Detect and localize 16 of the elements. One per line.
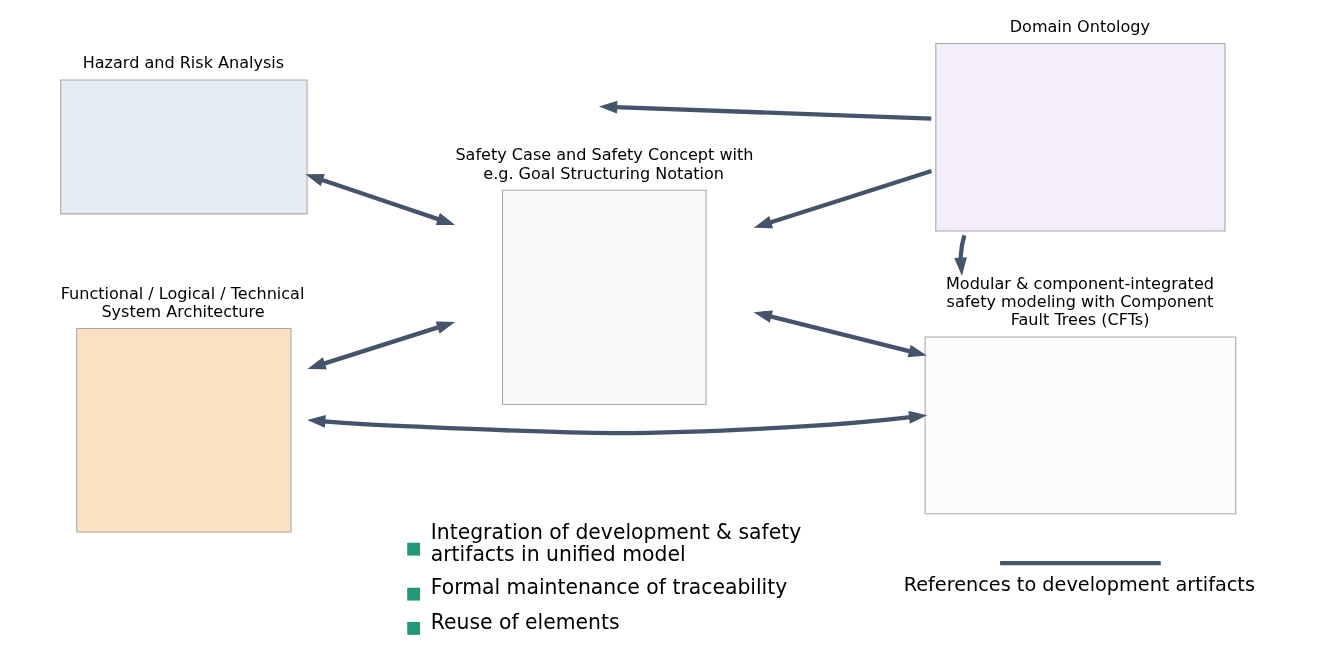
node-label: Hazard and Risk Analysis: [82, 53, 285, 73]
node-label: Safety Case and Safety Concept with e.g. Goal Structuring Notation: [455, 145, 754, 183]
label: Reuse of elements: [430, 609, 620, 634]
arrow: [305, 174, 456, 226]
node-label: Modular & component-integrated safety modeling with Component Fault Trees (CFTs): [945, 273, 1214, 330]
arrow: [753, 310, 927, 358]
arrow: [307, 321, 455, 370]
label: Integration of development & safety artifacts in unified model: [430, 519, 802, 567]
label: Formal maintenance of traceability: [430, 575, 788, 600]
node-label: Domain Ontology: [1009, 16, 1150, 36]
arrow: [753, 169, 933, 229]
node-label: Functional / Logical / Technical System Architecture: [60, 283, 305, 321]
arrow: [954, 234, 967, 276]
legend-label: References to development artifacts: [903, 573, 1255, 597]
arrow: [599, 100, 932, 121]
arrow: [307, 410, 928, 436]
